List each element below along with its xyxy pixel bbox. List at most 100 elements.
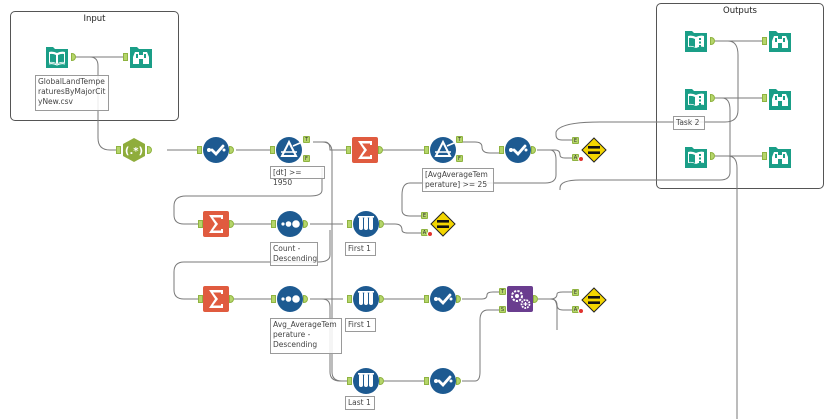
sample-tool-last[interactable] [353,368,379,394]
output-tool-2[interactable] [683,86,709,112]
filter1-true-anchor[interactable]: T [303,136,310,143]
summarize-tool-3[interactable] [203,286,229,312]
output-tool-3[interactable] [683,144,709,170]
summarize2-input-anchor[interactable] [198,220,203,228]
browse-tool-out2[interactable] [767,86,793,112]
input-data-tool[interactable] [44,44,70,70]
select-tool-3[interactable] [430,286,456,312]
select1-output-anchor[interactable] [229,146,234,154]
outputs-container-title: Outputs [723,6,757,16]
select-tool-4[interactable] [430,368,456,394]
output-tool-1[interactable] [683,28,709,54]
sample2-output-anchor[interactable] [379,295,384,303]
browse-input-anchor[interactable] [123,53,128,61]
browse3-input-anchor[interactable] [762,94,767,102]
sort-tool-count[interactable] [277,211,303,237]
equals-diamond-icon [581,287,607,313]
gears-icon [507,286,533,312]
output-book-icon [685,147,707,168]
filter-triangle-icon [430,137,456,163]
sort-dots-icon [277,286,303,312]
sort2-input-anchor[interactable] [271,295,276,303]
sample1-input-anchor[interactable] [347,220,352,228]
sample-tubes-icon [353,368,379,394]
select3-input-anchor[interactable] [424,295,429,303]
test3-expected-anchor[interactable]: E [572,289,579,296]
select2-input-anchor[interactable] [499,146,504,154]
expect-equal-tool-1[interactable] [581,137,607,163]
test2-expected-anchor[interactable]: E [421,212,428,219]
select2-output-anchor[interactable] [531,146,536,154]
sample3-input-anchor[interactable] [347,377,352,385]
select-tool-1[interactable] [203,137,229,163]
summarize3-input-anchor[interactable] [198,295,203,303]
sample3-output-anchor[interactable] [379,377,384,385]
outputs-container[interactable]: Outputs [656,3,824,189]
summarize1-output-anchor[interactable] [378,146,383,154]
expect-equal-tool-2[interactable] [430,211,456,237]
sample-tool-first-b[interactable] [353,286,379,312]
regex-input-anchor[interactable] [116,146,121,154]
input-output-anchor[interactable] [71,53,76,61]
test1-error-icon [578,156,584,162]
sample2-input-anchor[interactable] [347,295,352,303]
macro-left-anchor[interactable]: T [499,288,506,295]
output2-anchor[interactable] [710,94,715,102]
filter-avg-annotation: [AvgAverageTem perature] >= 25 [422,168,494,192]
wire-join-testE [538,291,572,300]
filter1-false-anchor[interactable]: F [303,155,310,162]
browse-tool-out3[interactable] [767,144,793,170]
sort1-input-anchor[interactable] [271,220,276,228]
regex-tool[interactable]: (.*) [121,137,147,163]
wire-select4-join [462,309,500,382]
sort1-output-anchor[interactable] [303,220,308,228]
select-check-icon [430,368,456,394]
equals-diamond-icon [430,211,456,237]
svg-text:(.*): (.*) [125,146,143,157]
output1-anchor[interactable] [710,37,715,45]
filter2-false-anchor[interactable]: F [456,155,463,162]
browse-tool[interactable] [128,44,154,70]
select4-output-anchor[interactable] [456,377,461,385]
select1-input-anchor[interactable] [197,146,202,154]
binoculars-icon [769,89,791,110]
summarize-tool-2[interactable] [203,211,229,237]
macro-output-anchor[interactable] [533,295,538,303]
sigma-icon [203,211,229,237]
sort-count-annotation: Count - Descending [270,242,318,266]
browse2-input-anchor[interactable] [762,37,767,45]
browse-tool-out1[interactable] [767,28,793,54]
macro-tool[interactable] [507,286,533,312]
sort2-output-anchor[interactable] [303,295,308,303]
sort-tool-avg[interactable] [277,286,303,312]
test1-expected-anchor[interactable]: E [572,137,579,144]
filter-tool-dt[interactable] [276,137,302,163]
select4-input-anchor[interactable] [424,377,429,385]
sample-tool-first-a[interactable] [353,211,379,237]
browse4-input-anchor[interactable] [762,152,767,160]
select3-output-anchor[interactable] [456,295,461,303]
wire-filteravg-select2 [460,141,500,154]
output3-anchor[interactable] [710,152,715,160]
sample1-output-anchor[interactable] [379,220,384,228]
sort-avg-annotation: Avg_AverageTem perature - Descending [270,318,342,354]
equals-diamond-icon [581,137,607,163]
regex-output-anchor[interactable] [147,146,152,154]
select-check-icon [505,137,531,163]
summarize3-output-anchor[interactable] [229,295,234,303]
summarize1-input-anchor[interactable] [346,146,351,154]
macro-right-anchor[interactable]: S [499,306,506,313]
filter2-input-anchor[interactable] [424,146,429,154]
select-tool-2[interactable] [505,137,531,163]
wire-select3-join [462,291,500,300]
sigma-icon [203,286,229,312]
wire-sample-testA [380,223,421,234]
expect-equal-tool-3[interactable] [581,287,607,313]
filter-tool-avg[interactable] [430,137,456,163]
summarize-tool-1[interactable] [352,137,378,163]
test2-error-icon [427,231,433,237]
summarize2-output-anchor[interactable] [229,220,234,228]
filter1-input-anchor[interactable] [270,146,275,154]
filter2-true-anchor[interactable]: T [456,136,463,143]
